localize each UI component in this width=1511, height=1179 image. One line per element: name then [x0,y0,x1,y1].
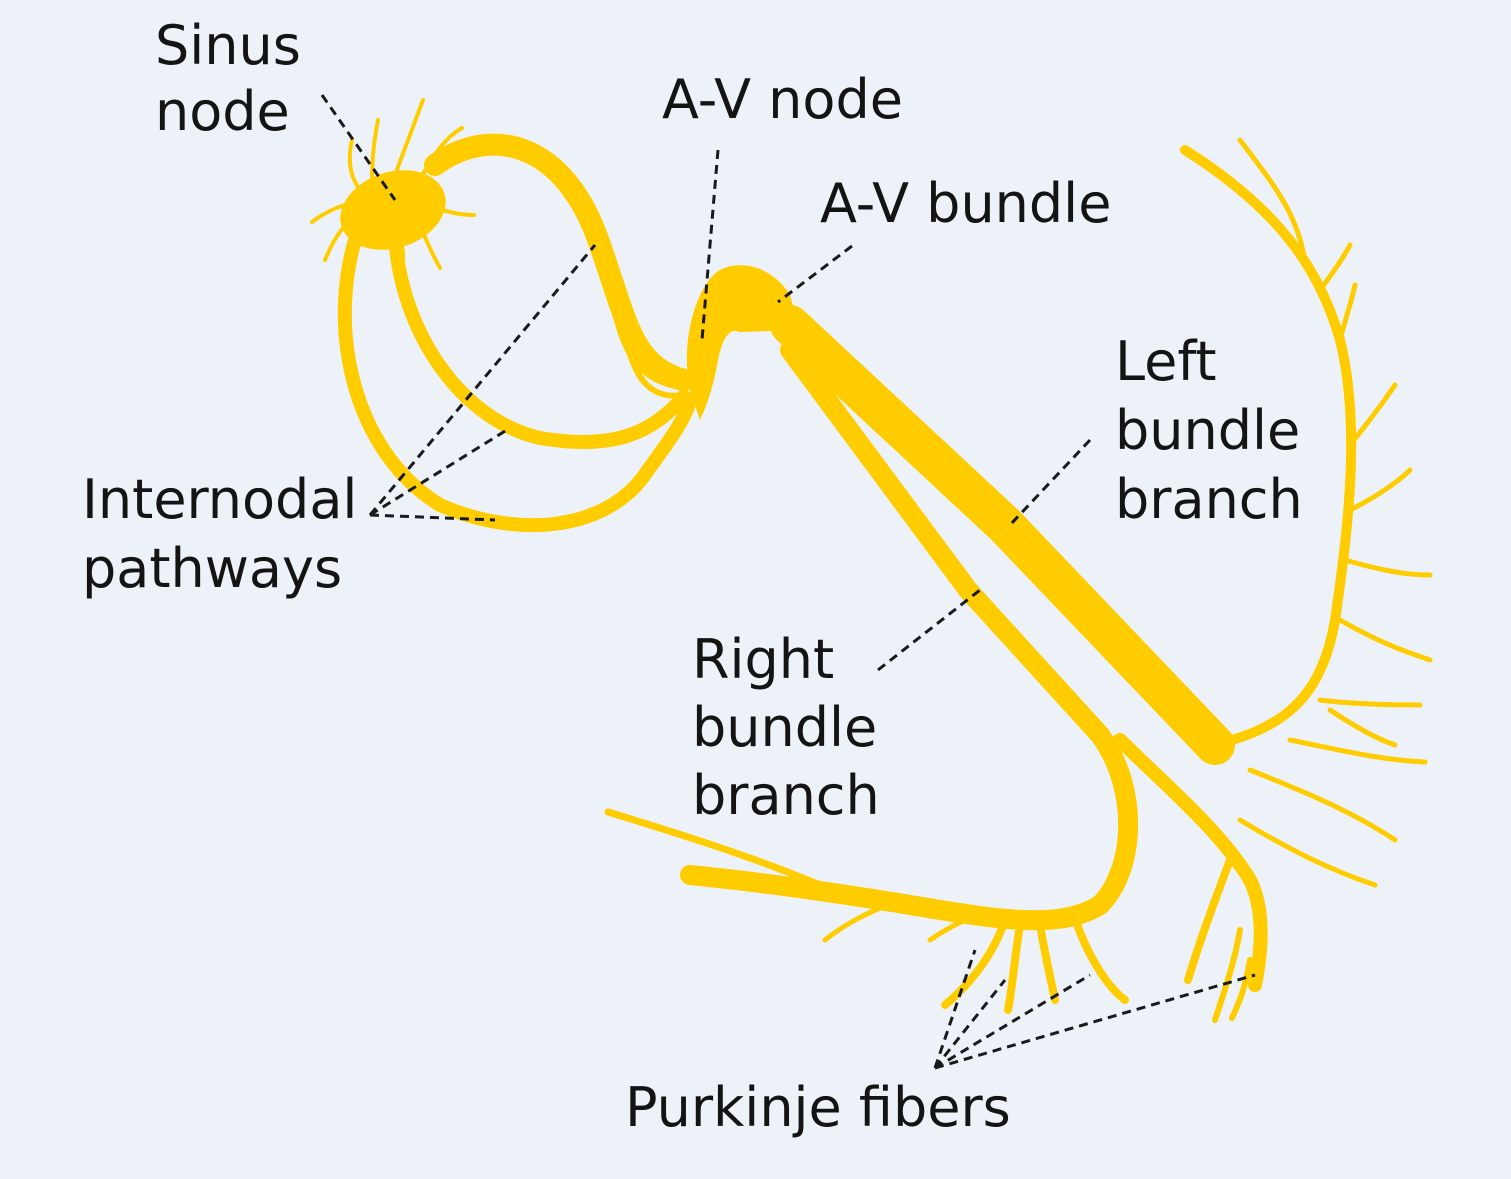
left-bundle-branch-shape [770,305,1235,765]
sinus-node-leader [320,94,397,201]
internodal-pathways-label-line-2: pathways [82,537,342,600]
internodal-pathways-label: Internodal pathways [82,468,375,600]
internodal-pathways-leaders [368,244,597,522]
purkinje-fibers-label-line-1: Purkinje fibers [625,1076,1011,1139]
left-bundle-branch-label: Left bundle branch [1115,330,1317,531]
leader-lines [320,94,1256,1070]
right-bundle-branch-label-line-3: branch [692,764,880,827]
sinus-node-label-line-2: node [155,80,290,143]
left-bundle-branch-label-line-1: Left [1115,330,1217,393]
av-bundle-leader [777,244,853,304]
right-bundle-branch-shape [680,340,1139,931]
right-bundle-branch-leader [877,588,981,672]
internodal-pathways-label-line-1: Internodal [82,468,357,531]
apex-fiber-shape [1113,733,1268,992]
left-bundle-branch-label-line-2: bundle [1115,399,1300,462]
conduction-system [310,98,1433,1023]
right-purkinje-sprays [604,808,993,943]
left-bundle-branch-leader [1008,438,1092,527]
av-node-label-line-1: A-V node [662,68,903,131]
lateral-purkinje-shape [1180,137,1433,888]
sinus-node-label: Sinus node [155,14,318,143]
av-bundle-label-line-1: A-V bundle [820,172,1111,235]
av-node-leader [700,149,720,341]
right-bundle-branch-label-line-1: Right [692,628,834,691]
right-bundle-branch-label: Right bundle branch [692,628,894,827]
left-bundle-branch-label-line-3: branch [1115,468,1303,531]
right-bundle-branch-label-line-2: bundle [692,696,877,759]
av-node-label: A-V node [662,68,903,131]
av-bundle-label: A-V bundle [820,172,1111,235]
purkinje-fibers-label: Purkinje fibers [625,1076,1011,1139]
sinus-node-shape [310,98,476,270]
purkinje-fibers-shape [941,914,1253,1023]
purkinje-fibers-leaders [933,949,1256,1070]
sinus-node-label-line-1: Sinus [155,14,301,77]
